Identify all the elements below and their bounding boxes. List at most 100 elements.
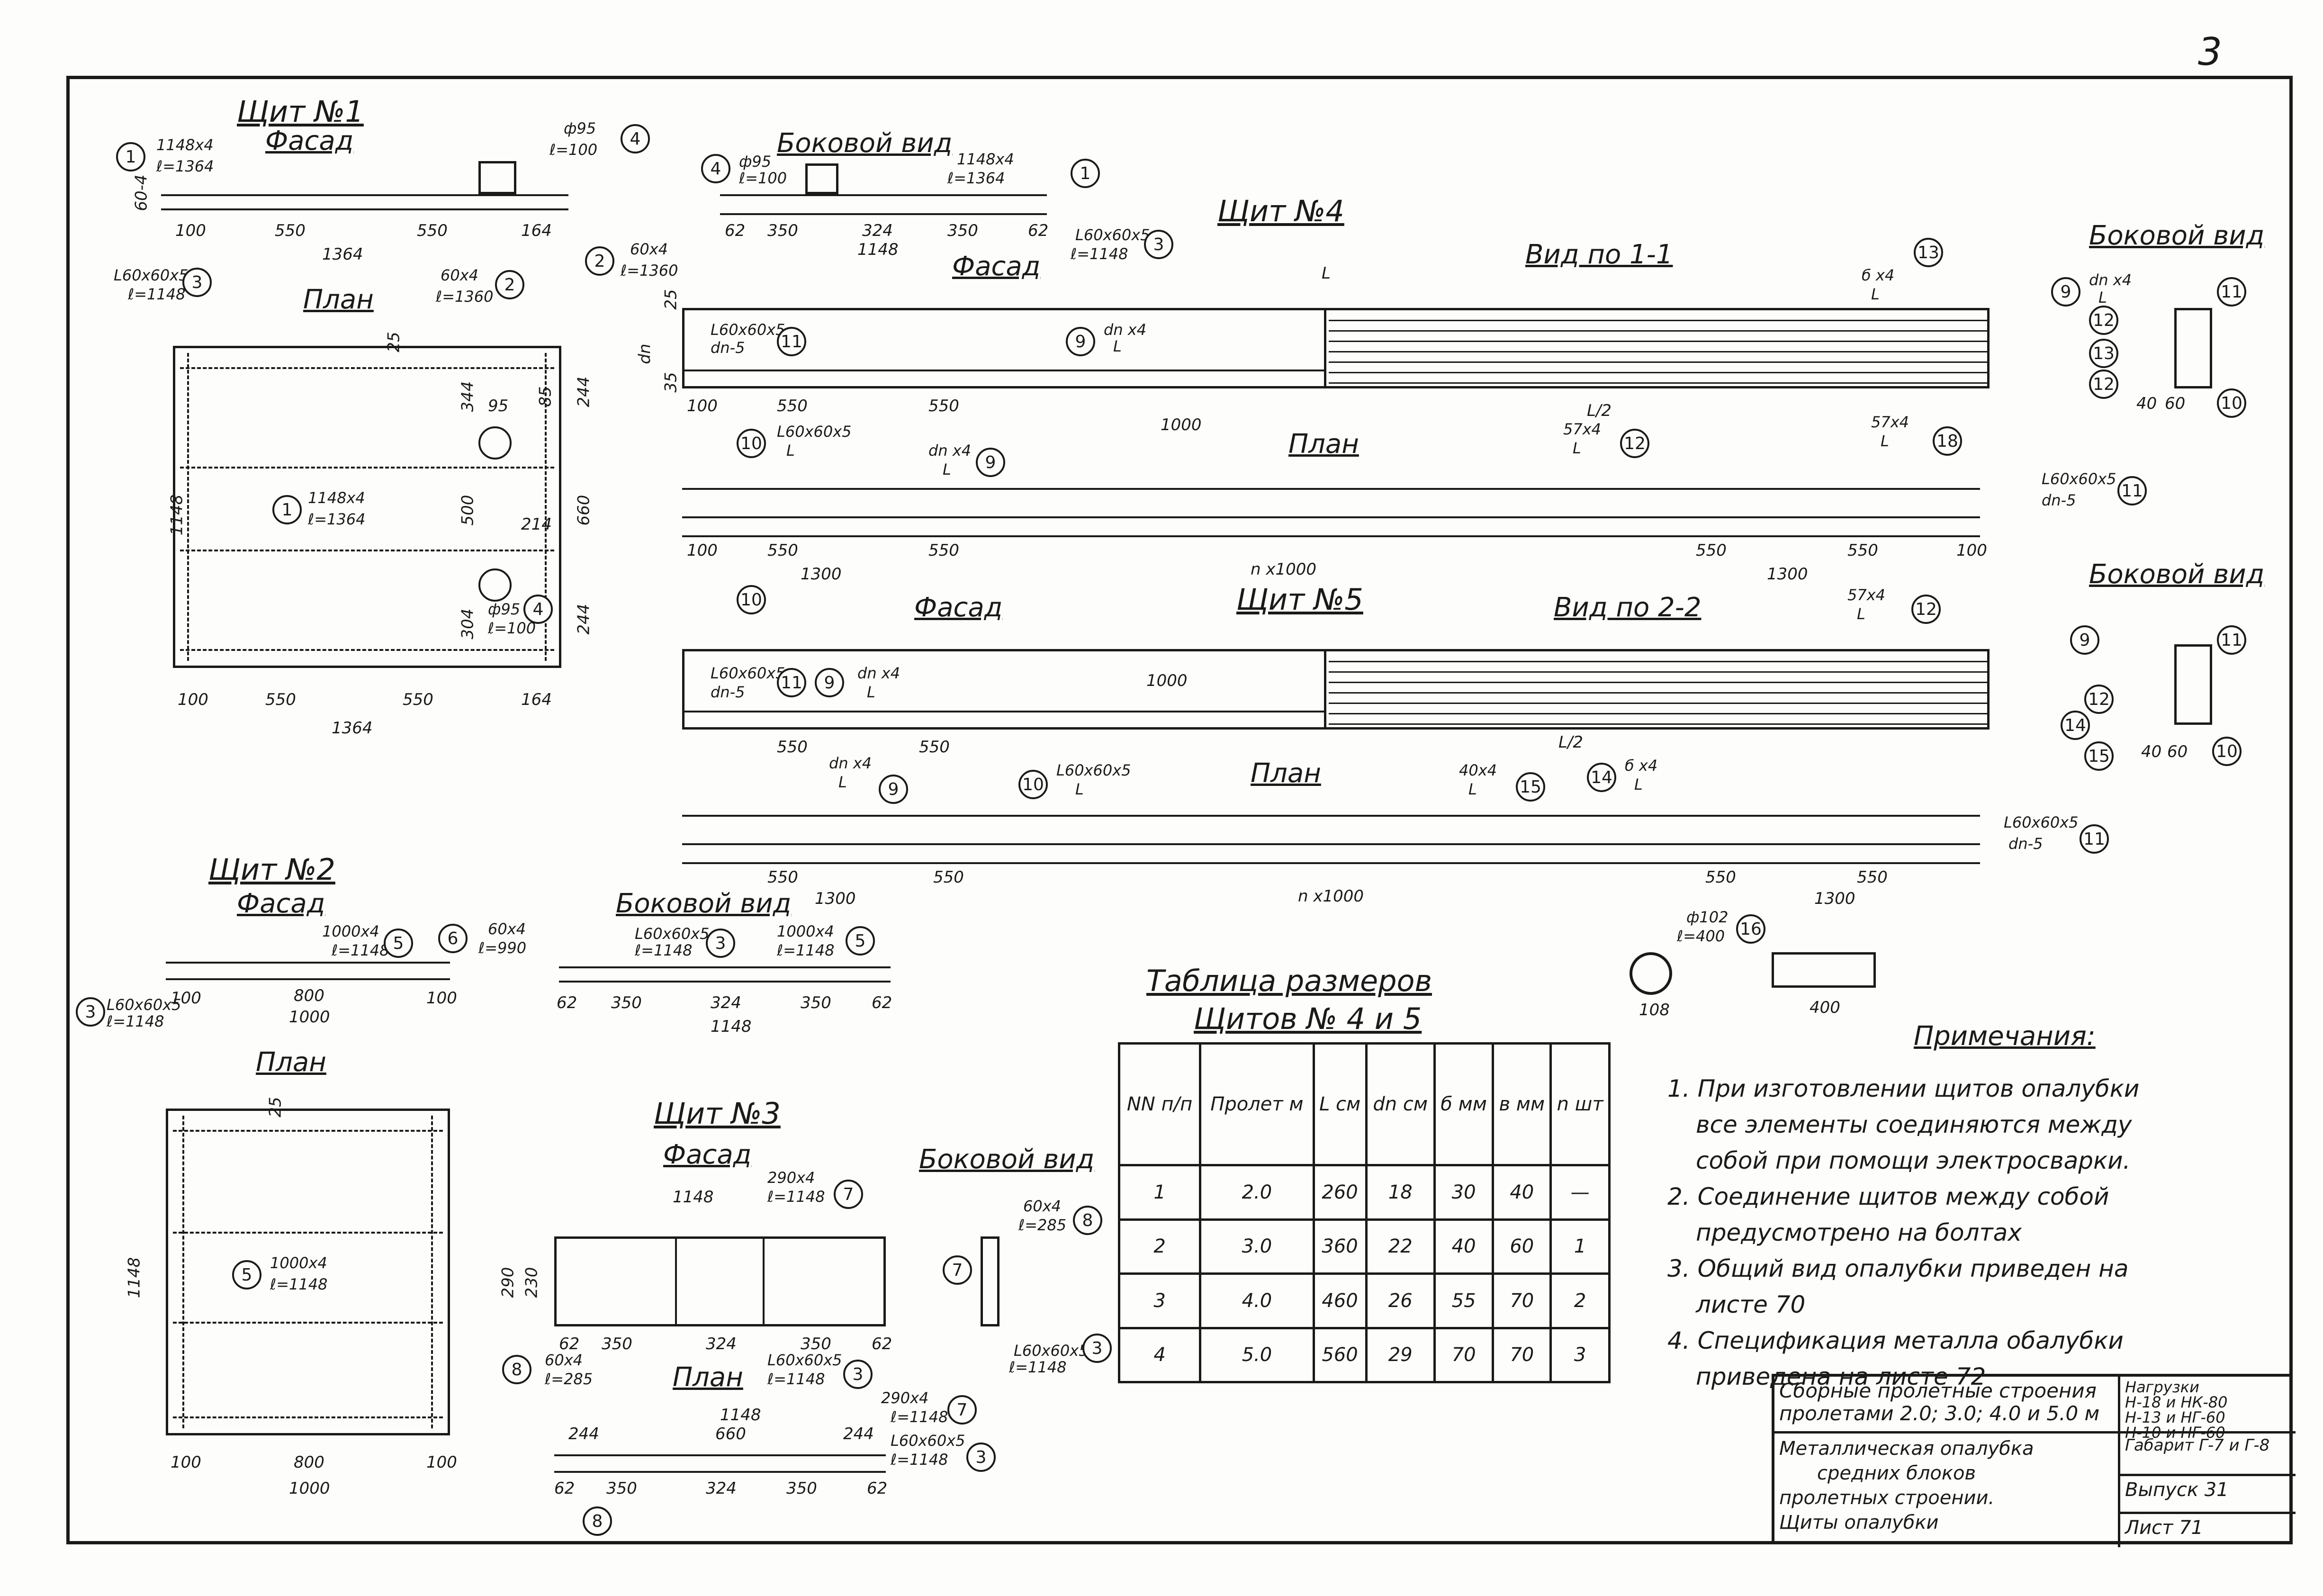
callout-11f: 11 (2080, 824, 2109, 854)
side-r2-profile (2174, 644, 2212, 725)
s1-d550a: 550 (275, 221, 306, 240)
side-r2-d40: 40 (2141, 742, 2162, 761)
s1-plan-dash3 (180, 550, 554, 551)
s4-facade-rib (682, 370, 1326, 371)
s3-d1148: 1148 (673, 1188, 714, 1207)
s4-plan-d100a: 100 (687, 541, 718, 560)
s2-d1000: 1000 (289, 1008, 330, 1027)
side2-title: Боковой вид (616, 888, 792, 919)
callout-9c: 9 (2051, 277, 2080, 307)
s4-dn: dn (635, 343, 655, 364)
s1-d304: 304 (458, 608, 477, 640)
callout-4-plan: 4 (523, 595, 553, 624)
s2-plan-d100a: 100 (171, 1453, 201, 1472)
s2-plan-label-b: ℓ=1148 (270, 1275, 328, 1293)
pipe16-d400: 400 (1810, 998, 1840, 1017)
pipe16-section (1630, 952, 1672, 995)
callout-5b: 5 (232, 1260, 261, 1289)
table-title1: Таблица размеров (1146, 964, 1432, 998)
side1-d62b: 62 (1028, 221, 1049, 240)
s5-plan-d550a: 550 (767, 868, 798, 887)
s2-plan-dash3 (173, 1322, 443, 1324)
callout-7b: 7 (943, 1255, 972, 1285)
s5-plan-c11: L60x60x5 (2004, 813, 2079, 831)
s2-d100a: 100 (171, 989, 201, 1008)
s3-plan-d350a: 350 (606, 1479, 637, 1498)
shield2-plan-title: План (256, 1047, 326, 1078)
callout-11c: 11 (2217, 277, 2246, 307)
s5-plan-c15b: L (1468, 780, 1477, 798)
table-row: 2 3.0 360 22 40 60 1 (1117, 1218, 1611, 1275)
table-header: Пролет м (1199, 1042, 1315, 1166)
table-cell: 30 (1433, 1164, 1495, 1221)
s2-c5b: ℓ=1148 (332, 941, 389, 959)
s5-plan-nx1000: n x1000 (1298, 887, 1364, 906)
side-r1-title: Боковой вид (2089, 220, 2265, 251)
s5-facade-rib (682, 711, 1326, 712)
table-cell: 3 (1117, 1272, 1202, 1329)
tb-gabarit: Габарит Г-7 и Г-8 (2120, 1434, 2296, 1476)
table-cell: 2 (1549, 1272, 1611, 1329)
callout-9b: 9 (976, 448, 1005, 477)
side2-top (559, 966, 891, 968)
s3-plan-d660: 660 (715, 1425, 746, 1443)
side-r2-d60: 60 (2167, 742, 2188, 761)
side1-d1148: 1148 (857, 240, 899, 259)
side1-c2b: ℓ=1360 (621, 261, 678, 280)
table-header: NN п/п (1117, 1042, 1202, 1166)
callout-8b: 8 (1073, 1206, 1102, 1235)
shield2-facade-title: Фасад (237, 888, 325, 919)
s2-c5: 1000x4 (322, 922, 379, 940)
s1-d660: 660 (574, 495, 594, 526)
s2-facade-top (166, 962, 450, 964)
side1-d350: 350 (767, 221, 798, 240)
s2-c6b: ℓ=990 (478, 939, 527, 957)
s3-d350b: 350 (801, 1335, 831, 1353)
side-r1-d40: 40 (2136, 394, 2157, 413)
side2-d324: 324 (711, 993, 741, 1012)
s1-p-callout4b: ℓ=100 (488, 619, 536, 637)
callout-14a: 14 (2061, 711, 2090, 740)
s3-c7b: ℓ=1148 (767, 1188, 825, 1206)
s3-d230: 230 (522, 1267, 541, 1298)
table-header: L см (1312, 1042, 1368, 1166)
s5-plan-bot (682, 862, 1980, 864)
side2-c5b: ℓ=1148 (777, 941, 835, 959)
s3-side-c8: 60x4 (1023, 1197, 1062, 1215)
s1-d95: 95 (488, 397, 509, 415)
s4-c10b: L (786, 442, 795, 460)
s2-c3: L60x60x5 (107, 996, 181, 1014)
s4-plan-d100b: 100 (1956, 541, 1987, 560)
s3-plan-d244b: 244 (843, 1425, 874, 1443)
callout-9e: 9 (815, 668, 844, 697)
s1-d100: 100 (175, 221, 206, 240)
s5-plan-c10: L60x60x5 (1056, 761, 1131, 779)
s5-plan-c9: dn x4 (829, 754, 872, 772)
s4-view11-outline (1326, 308, 1990, 388)
callout-3e: 3 (843, 1360, 873, 1389)
shield5-view22-title: Вид по 2-2 (1554, 592, 1702, 623)
side-r1-d60: 60 (2165, 394, 2186, 413)
callout-15b: 15 (1516, 772, 1545, 802)
s4-plan-nx1000: n x1000 (1251, 560, 1317, 579)
s1-d1364: 1364 (322, 245, 363, 264)
s2-plan-dash-v1 (182, 1116, 184, 1428)
s4-c13: б x4 (1862, 266, 1895, 284)
table-cell: 2 (1117, 1218, 1202, 1275)
s5-plan-c11b: dn-5 (2008, 835, 2043, 853)
dimension-table: NN п/п Пролет м L см dn см б мм в мм n ш… (1117, 1042, 1611, 1383)
s3-plan-c7b: ℓ=1148 (891, 1408, 948, 1426)
tb-desc-line: Щиты опалубки (1779, 1512, 1939, 1533)
callout-10d: 10 (2212, 737, 2242, 766)
table-cell: 1 (1117, 1164, 1202, 1221)
s2-plan-d100b: 100 (426, 1453, 457, 1472)
tb-load: Н-10 и НГ-60 (2125, 1424, 2225, 1442)
s5-d1000: 1000 (1146, 671, 1188, 690)
callout-3b: 3 (1144, 230, 1173, 259)
s1-plan-d100: 100 (178, 690, 208, 709)
shield4-view11-title: Вид по 1-1 (1525, 239, 1673, 270)
tb-load: Н-18 и НК-80 (2125, 1393, 2228, 1411)
table-cell: 560 (1312, 1326, 1368, 1383)
s1-plan-dash4 (180, 649, 554, 651)
s1-plan-dash2 (180, 467, 554, 469)
